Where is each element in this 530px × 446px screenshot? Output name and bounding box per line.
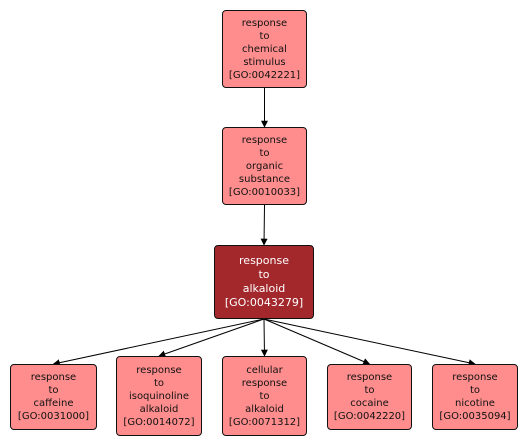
node-label-line: alkaloid (139, 403, 179, 415)
node-label-line: to (259, 147, 270, 159)
edge-n3-n4 (52, 318, 265, 367)
node-label-line: to (364, 385, 375, 396)
node-label-line: to (259, 390, 270, 402)
node-label-line: [GO:0010033] (228, 186, 301, 198)
edge-n3-n6 (260, 318, 268, 357)
node-response-to-nicotine[interactable]: response to nicotine [GO:0035094] (432, 364, 518, 430)
node-label-line: [GO:0071312] (228, 416, 301, 428)
node-response-to-caffeine[interactable]: response to caffeine [GO:0031000] (10, 364, 97, 430)
node-label-line: [GO:0042221] (228, 69, 301, 81)
node-label-line: [GO:0014072] (123, 416, 195, 428)
node-label-line: isoquinoline (128, 390, 190, 402)
node-label-line: to (469, 385, 481, 396)
node-label-line: [GO:0031000] (17, 411, 90, 422)
node-label-line: alkaloid (245, 403, 284, 415)
node-label-line: response (136, 364, 182, 376)
node-label-line: nicotine (455, 398, 495, 409)
node-label-line: [GO:0043279] (224, 296, 304, 309)
node-label-line: [GO:0042220] (333, 411, 406, 422)
node-label-line: to (259, 30, 270, 42)
node-label-line: response (30, 372, 77, 383)
node-label-line: caffeine (33, 398, 74, 409)
node-label-line: response (241, 17, 288, 29)
node-label-line: cocaine (350, 398, 389, 409)
node-label-line: substance (238, 173, 291, 185)
node-label-line: cellular (246, 364, 283, 376)
node-label-line: response (452, 372, 498, 383)
edge-n3-n5 (158, 318, 265, 358)
node-response-to-cocaine[interactable]: response to cocaine [GO:0042220] (327, 364, 412, 430)
node-label-line: alkaloid (242, 282, 286, 295)
node-label-line: to (153, 377, 165, 389)
node-label-line: stimulus (243, 56, 286, 68)
node-label-line: response (241, 134, 288, 146)
edge-n3-n7 (263, 318, 371, 365)
edge-n2-n3 (260, 204, 268, 246)
node-label-line: to (258, 268, 270, 281)
node-label-line: [GO:0035094] (439, 411, 511, 422)
node-label-line: chemical (242, 43, 287, 55)
node-label-line: response (241, 377, 288, 389)
node-label-line: response (239, 254, 289, 267)
node-label-line: to (48, 385, 59, 396)
node-label-line: organic (245, 160, 284, 172)
edge-n3-n8 (263, 318, 476, 367)
node-label-line: response (346, 372, 393, 383)
